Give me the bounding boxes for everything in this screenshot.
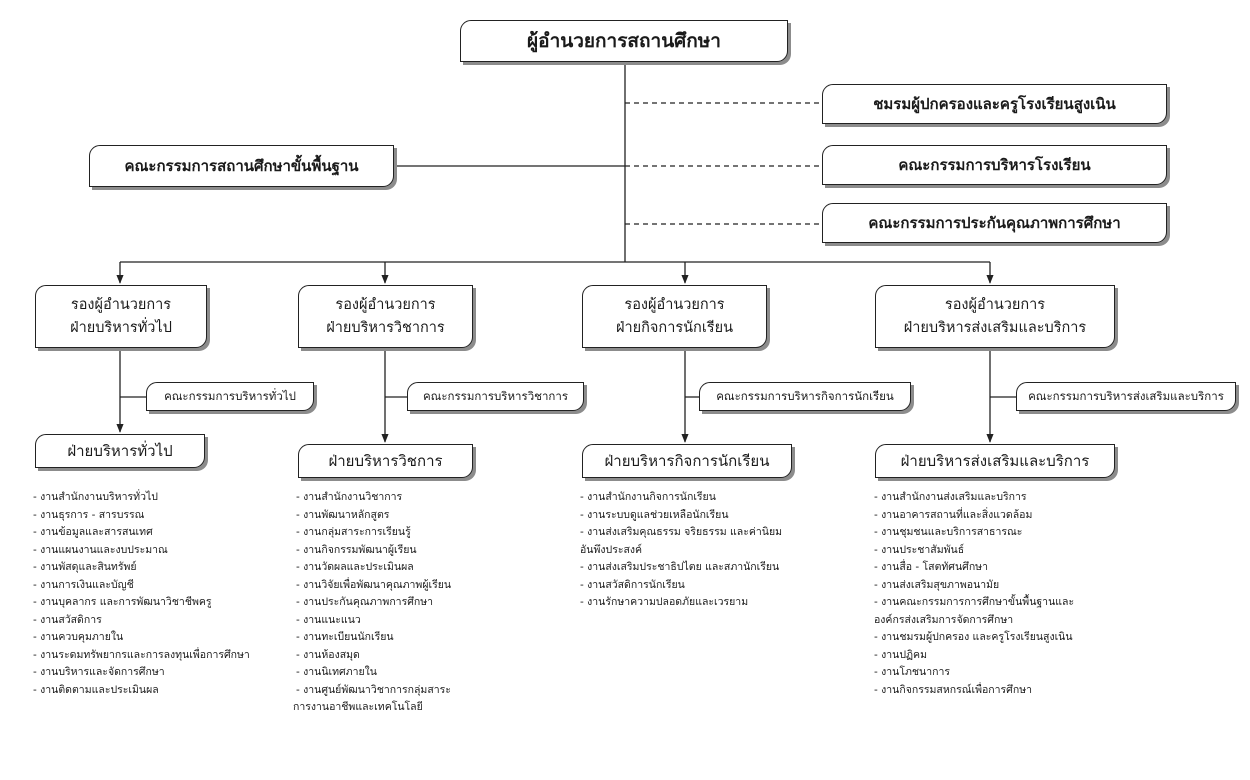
deputy-department: ฝ่ายบริหารส่งเสริมและบริการ <box>903 319 1087 336</box>
list-item: งานส่งเสริมประชาธิปไตย และสภานักเรียน <box>580 559 782 577</box>
list-item: งานพัสดุและสินทรัพย์ <box>33 559 250 577</box>
list-item: งานสวัสดิการ <box>33 612 250 630</box>
list-item: งานควบคุมภายใน <box>33 629 250 647</box>
basic-education-board-label: คณะกรรมการสถานศึกษาขั้นพื้นฐาน <box>124 157 359 175</box>
continuation-text: อันพึงประสงค์ <box>580 543 643 556</box>
general-admin-task-list: งานสำนักงานบริหารทั่วไป งานธุรการ - สารบ… <box>33 489 250 699</box>
student-affairs-division-box: ฝ่ายบริหารกิจการนักเรียน <box>582 444 792 478</box>
promotion-services-task-list: งานสำนักงานส่งเสริมและบริการ งานอาคารสถา… <box>874 489 1074 699</box>
committee-label: คณะกรรมการบริหารส่งเสริมและบริการ <box>1028 388 1224 403</box>
deputy-student-affairs-box: รองผู้อำนวยการ ฝ่ายกิจการนักเรียน <box>582 285 767 348</box>
list-item: งานทะเบียนนักเรียน <box>296 629 451 647</box>
quality-assurance-committee-label: คณะกรรมการประกันคุณภาพการศึกษา <box>868 214 1121 232</box>
continuation-text: การงานอาชีพและเทคโนโลยี <box>293 701 423 713</box>
list-item: งานสวัสดิการนักเรียน <box>580 577 782 595</box>
deputy-title: รองผู้อำนวยการ <box>335 297 436 314</box>
basic-education-board-box: คณะกรรมการสถานศึกษาขั้นพื้นฐาน <box>89 145 394 187</box>
school-admin-committee-box: คณะกรรมการบริหารโรงเรียน <box>822 145 1167 185</box>
list-item: งานบริหารและจัดการศึกษา <box>33 664 250 682</box>
list-item: งานชมรมผู้ปกครอง และครูโรงเรียนสูงเนิน <box>874 629 1074 647</box>
deputy-department: ฝ่ายบริหารวิชาการ <box>326 319 445 336</box>
division-label: ฝ่ายบริหารวิชการ <box>328 452 443 470</box>
list-item: งานการเงินและบัญชี <box>33 577 250 595</box>
school-admin-committee-label: คณะกรรมการบริหารโรงเรียน <box>898 156 1091 174</box>
academic-division-box: ฝ่ายบริหารวิชการ <box>298 444 473 478</box>
quality-assurance-committee-box: คณะกรรมการประกันคุณภาพการศึกษา <box>822 203 1167 243</box>
list-item: งานสำนักงานกิจการนักเรียน <box>580 489 782 507</box>
deputy-department: ฝ่ายกิจการนักเรียน <box>616 319 733 336</box>
list-item: งานศูนย์พัฒนาวิชาการกลุ่มสาระ <box>296 682 451 700</box>
list-item: งานสื่อ - โสตทัศนศึกษา <box>874 559 1074 577</box>
list-item: งานสำนักงานบริหารทั่วไป <box>33 489 250 507</box>
committee-label: คณะกรรมการบริหารกิจการนักเรียน <box>716 388 894 403</box>
list-item: งานห้องสมุด <box>296 647 451 665</box>
list-item: งานประกันคุณภาพการศึกษา <box>296 594 451 612</box>
division-label: ฝ่ายบริหารทั่วไป <box>67 442 173 460</box>
student-affairs-task-list: งานสำนักงานกิจการนักเรียน งานระบบดูแลช่ว… <box>580 489 782 612</box>
list-item-continuation: องค์กรส่งเสริมการจัดการศึกษา <box>874 612 1074 630</box>
director-label: ผู้อำนวยการสถานศึกษา <box>527 30 721 52</box>
list-item: งานกิจกรรมสหกรณ์เพื่อการศึกษา <box>874 682 1074 700</box>
list-item: งานระบบดูแลช่วยเหลือนักเรียน <box>580 507 782 525</box>
deputy-department: ฝ่ายบริหารทั่วไป <box>70 319 172 336</box>
list-item: งานวิจัยเพื่อพัฒนาคุณภาพผู้เรียน <box>296 577 451 595</box>
division-label: ฝ่ายบริหารกิจการนักเรียน <box>604 452 770 470</box>
list-item: งานแนะแนว <box>296 612 451 630</box>
academic-task-list: งานสำนักงานวิชาการ งานพัฒนาหลักสูตร งานก… <box>293 489 451 717</box>
list-item: งานพัฒนาหลักสูตร <box>296 507 451 525</box>
list-item: งานส่งเสริมสุขภาพอนามัย <box>874 577 1074 595</box>
list-item: งานกลุ่มสาระการเรียนรู้ <box>296 524 451 542</box>
list-item: งานชุมชนและบริการสาธารณะ <box>874 524 1074 542</box>
director-box: ผู้อำนวยการสถานศึกษา <box>460 20 788 62</box>
list-item: งานระดมทรัพยากรและการลงทุนเพื่อการศึกษา <box>33 647 250 665</box>
deputy-title: รองผู้อำนวยการ <box>944 297 1046 314</box>
list-item: งานบุคลากร และการพัฒนาวิชาชีพครู <box>33 594 250 612</box>
list-item: งานนิเทศภายใน <box>296 664 451 682</box>
committee-label: คณะกรรมการบริหารทั่วไป <box>164 388 296 403</box>
deputy-general-admin-box: รองผู้อำนวยการ ฝ่ายบริหารทั่วไป <box>35 285 207 348</box>
list-item: งานวัดผลและประเมินผล <box>296 559 451 577</box>
list-item: งานคณะกรรมการการศึกษาขั้นพื้นฐานและ <box>874 594 1074 612</box>
deputy-academic-box: รองผู้อำนวยการ ฝ่ายบริหารวิชาการ <box>298 285 473 348</box>
division-label: ฝ่ายบริหารส่งเสริมและบริการ <box>900 452 1090 470</box>
list-item-continuation: การงานอาชีพและเทคโนโลยี <box>293 699 451 717</box>
academic-committee-box: คณะกรรมการบริหารวิชาการ <box>407 382 584 411</box>
deputy-promotion-services-box: รองผู้อำนวยการ ฝ่ายบริหารส่งเสริมและบริก… <box>875 285 1115 348</box>
list-item: งานโภชนาการ <box>874 664 1074 682</box>
list-item: งานแผนงานและงบประมาณ <box>33 542 250 560</box>
continuation-text: องค์กรส่งเสริมการจัดการศึกษา <box>874 613 1014 626</box>
general-admin-committee-box: คณะกรรมการบริหารทั่วไป <box>146 382 314 411</box>
general-admin-division-box: ฝ่ายบริหารทั่วไป <box>35 434 205 468</box>
list-item: งานข้อมูลและสารสนเทศ <box>33 524 250 542</box>
list-item: งานธุรการ - สารบรรณ <box>33 507 250 525</box>
student-affairs-committee-box: คณะกรรมการบริหารกิจการนักเรียน <box>699 382 911 411</box>
parents-teachers-club-label: ชมรมผู้ปกครองและครูโรงเรียนสูงเนิน <box>873 95 1116 113</box>
deputy-title: รองผู้อำนวยการ <box>70 297 172 314</box>
list-item: งานรักษาความปลอดภัยและเวรยาม <box>580 594 782 612</box>
list-item: งานติดตามและประเมินผล <box>33 682 250 700</box>
committee-label: คณะกรรมการบริหารวิชาการ <box>422 388 569 403</box>
list-item: งานสำนักงานส่งเสริมและบริการ <box>874 489 1074 507</box>
parents-teachers-club-box: ชมรมผู้ปกครองและครูโรงเรียนสูงเนิน <box>822 84 1167 124</box>
list-item: งานส่งเสริมคุณธรรม จริยธรรม และค่านิยม <box>580 524 782 542</box>
promotion-services-committee-box: คณะกรรมการบริหารส่งเสริมและบริการ <box>1016 382 1236 411</box>
list-item: งานกิจกรรมพัฒนาผู้เรียน <box>296 542 451 560</box>
deputy-title: รองผู้อำนวยการ <box>624 297 725 314</box>
list-item: งานสำนักงานวิชาการ <box>296 489 451 507</box>
list-item: งานปฏิคม <box>874 647 1074 665</box>
promotion-services-division-box: ฝ่ายบริหารส่งเสริมและบริการ <box>875 444 1115 478</box>
list-item: งานประชาสัมพันธ์ <box>874 542 1074 560</box>
list-item: งานอาคารสถานที่และสิ่งแวดล้อม <box>874 507 1074 525</box>
list-item-continuation: อันพึงประสงค์ <box>580 542 782 560</box>
